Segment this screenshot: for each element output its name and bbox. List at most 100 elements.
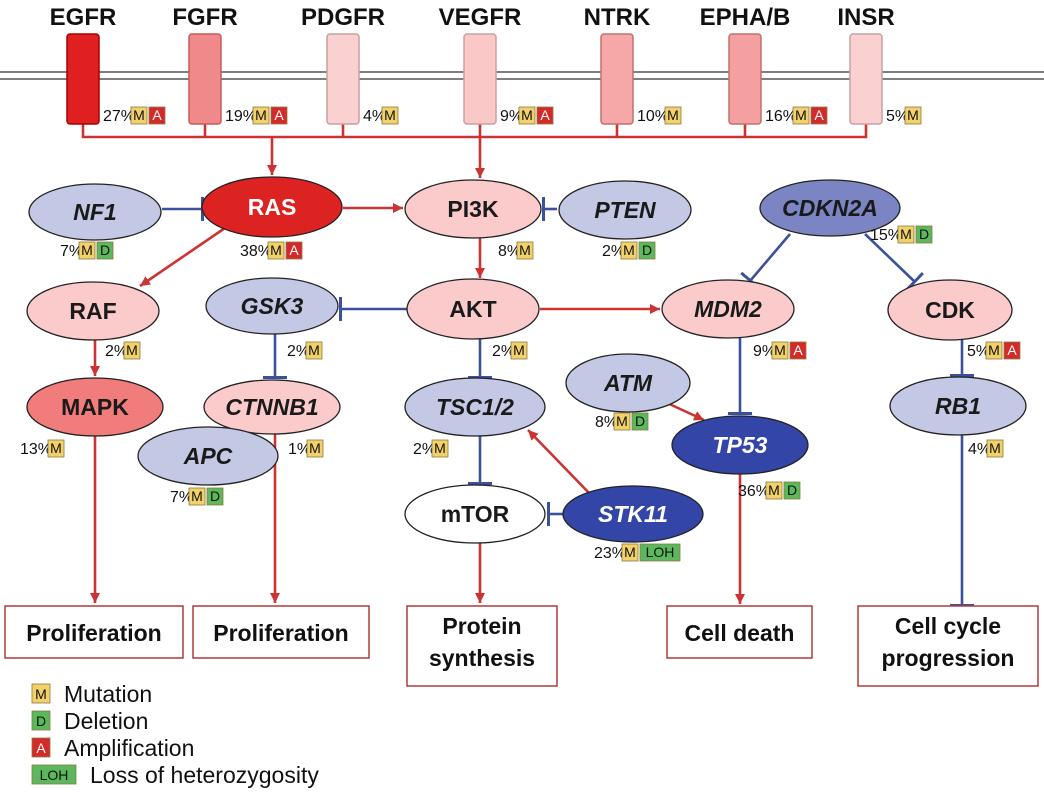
- edge-cdkn2a-cdk: [864, 233, 925, 292]
- node-mdm2-badge-a: A: [789, 341, 807, 360]
- legend-label: Amplification: [64, 735, 194, 761]
- node-apc-badge-text: M: [191, 488, 203, 504]
- node-nf1-badge-text: M: [81, 242, 93, 258]
- node-label: STK11: [598, 501, 668, 527]
- node-cdk-badge-text: A: [1007, 342, 1017, 358]
- node-cdkn2a-badge-text: M: [900, 226, 912, 242]
- receptor-label: EPHA/B: [700, 4, 791, 31]
- node-tsc12-frequency: 2%: [413, 441, 436, 458]
- outcome-box: [666, 605, 813, 659]
- receptor-badge-text: A: [814, 107, 824, 123]
- receptor-badge-m: M: [792, 106, 810, 125]
- receptor-frequency: 10%: [637, 108, 669, 125]
- node-stk11-badge-text: LOH: [646, 544, 675, 560]
- node-ellipse: [404, 179, 542, 239]
- node-gsk3-badge-m: M: [305, 341, 323, 360]
- node-label: TSC1/2: [436, 394, 514, 420]
- node-cdkn2a-badge-m: M: [897, 225, 915, 244]
- node-ellipse: [887, 279, 1013, 341]
- node-atm-badge-d: D: [631, 412, 649, 431]
- node-cdk-badge-text: M: [988, 342, 1000, 358]
- receptor-box: [463, 33, 497, 125]
- node-ellipse: [205, 277, 339, 335]
- node-ellipse: [759, 179, 901, 237]
- node-nf1-frequency: 7%: [60, 243, 83, 260]
- node-label: RAF: [69, 298, 116, 324]
- node-raf-frequency: 2%: [105, 343, 128, 360]
- node-mapk-badge-m: M: [47, 439, 65, 458]
- node-label: MDM2: [694, 296, 762, 322]
- node-atm-badge-text: D: [635, 413, 645, 429]
- node-tsc12-badge-m: M: [431, 439, 449, 458]
- node-ellipse: [558, 180, 692, 240]
- node-label: GSK3: [241, 293, 304, 319]
- receptor-bus: [81, 124, 868, 139]
- node-rb1-badge-m: M: [986, 439, 1004, 458]
- node-cdk-badge-a: A: [1003, 341, 1021, 360]
- node-ras-badge-m: M: [267, 241, 285, 260]
- edge-ras-raf: [139, 226, 226, 288]
- node-label: APC: [183, 443, 233, 469]
- receptor-badge-a: A: [270, 106, 288, 125]
- outcome-prolif1: Proliferation: [4, 605, 184, 659]
- node-pten-badge-text: M: [623, 242, 635, 258]
- node-label: TP53: [713, 432, 768, 458]
- node-cdk-frequency: 5%: [967, 343, 990, 360]
- node-pi3k-badge-m: M: [516, 241, 534, 260]
- receptor-frequency: 16%: [765, 108, 797, 125]
- node-gsk3-badge-text: M: [308, 342, 320, 358]
- node-label: mTOR: [441, 501, 510, 527]
- node-ellipse: [661, 279, 795, 339]
- receptor-badge-m: M: [252, 106, 270, 125]
- node-label: CDKN2A: [782, 195, 878, 221]
- node-cdkn2a-badge-d: D: [915, 225, 933, 244]
- node-akt-frequency: 2%: [492, 343, 515, 360]
- legend-label: Deletion: [64, 708, 148, 734]
- node-nf1-badge-text: D: [100, 242, 110, 258]
- receptor-box: [600, 33, 634, 125]
- node-rb1-frequency: 4%: [968, 441, 991, 458]
- receptor-badge-text: A: [152, 107, 162, 123]
- legend-swatch-text: D: [36, 713, 46, 729]
- receptor-frequency: 5%: [886, 108, 909, 125]
- receptor-label: FGFR: [172, 4, 237, 31]
- receptor-badge-text: M: [667, 107, 679, 123]
- outcome-text: progression: [882, 645, 1015, 671]
- outcome-box: [406, 605, 558, 687]
- outcome-text: Proliferation: [213, 620, 348, 646]
- node-label: PI3K: [447, 196, 499, 222]
- node-cdkn2a-badge-text: D: [919, 226, 929, 242]
- receptor-badge-text: M: [795, 107, 807, 123]
- node-raf-badge-text: M: [126, 342, 138, 358]
- node-mtor: mTOR: [404, 484, 546, 544]
- node-ctnnb1-badge-m: M: [306, 439, 324, 458]
- receptor-badge-m: M: [130, 106, 148, 125]
- edge-cdkn2a-mdm2: [740, 233, 791, 290]
- receptor-badge-m: M: [381, 106, 399, 125]
- node-label: CDK: [925, 297, 975, 323]
- node-label: AKT: [449, 296, 496, 322]
- node-tp53-badge-d: D: [783, 481, 801, 500]
- node-tsc12-badge-text: M: [434, 440, 446, 456]
- receptor-badge-m: M: [518, 106, 536, 125]
- legend-swatch: [31, 683, 51, 704]
- receptor-box: [728, 33, 762, 125]
